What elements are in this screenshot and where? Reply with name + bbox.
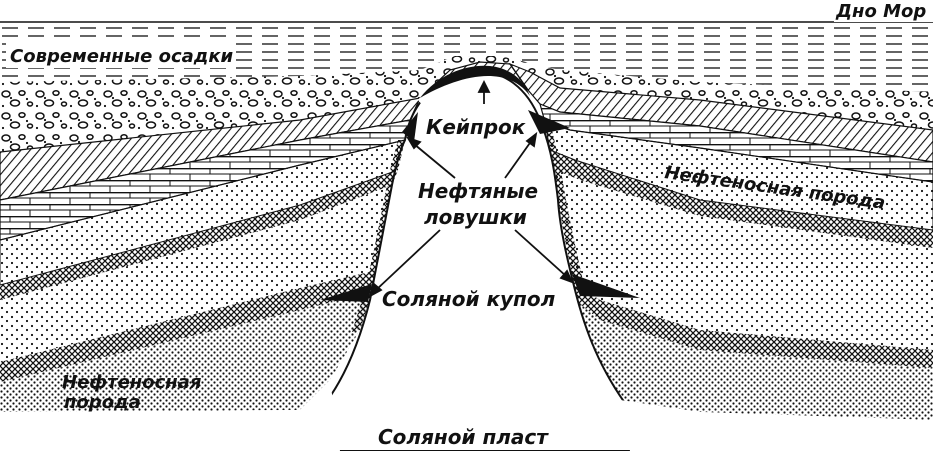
label-oil-traps-2: ловушки xyxy=(424,205,527,229)
label-oil-rock-left-2: порода xyxy=(64,392,141,413)
label-sea-floor: Дно Мор xyxy=(835,1,926,22)
label-modern-sediments: Современные осадки xyxy=(10,46,234,67)
label-salt-dome: Соляной купол xyxy=(382,287,556,311)
label-caprock: Кейпрок xyxy=(426,115,526,139)
label-oil-rock-left-1: Нефтеносная xyxy=(62,372,202,393)
label-salt-bed: Соляной пласт xyxy=(378,425,549,449)
label-oil-traps-1: Нефтяные xyxy=(418,179,538,203)
